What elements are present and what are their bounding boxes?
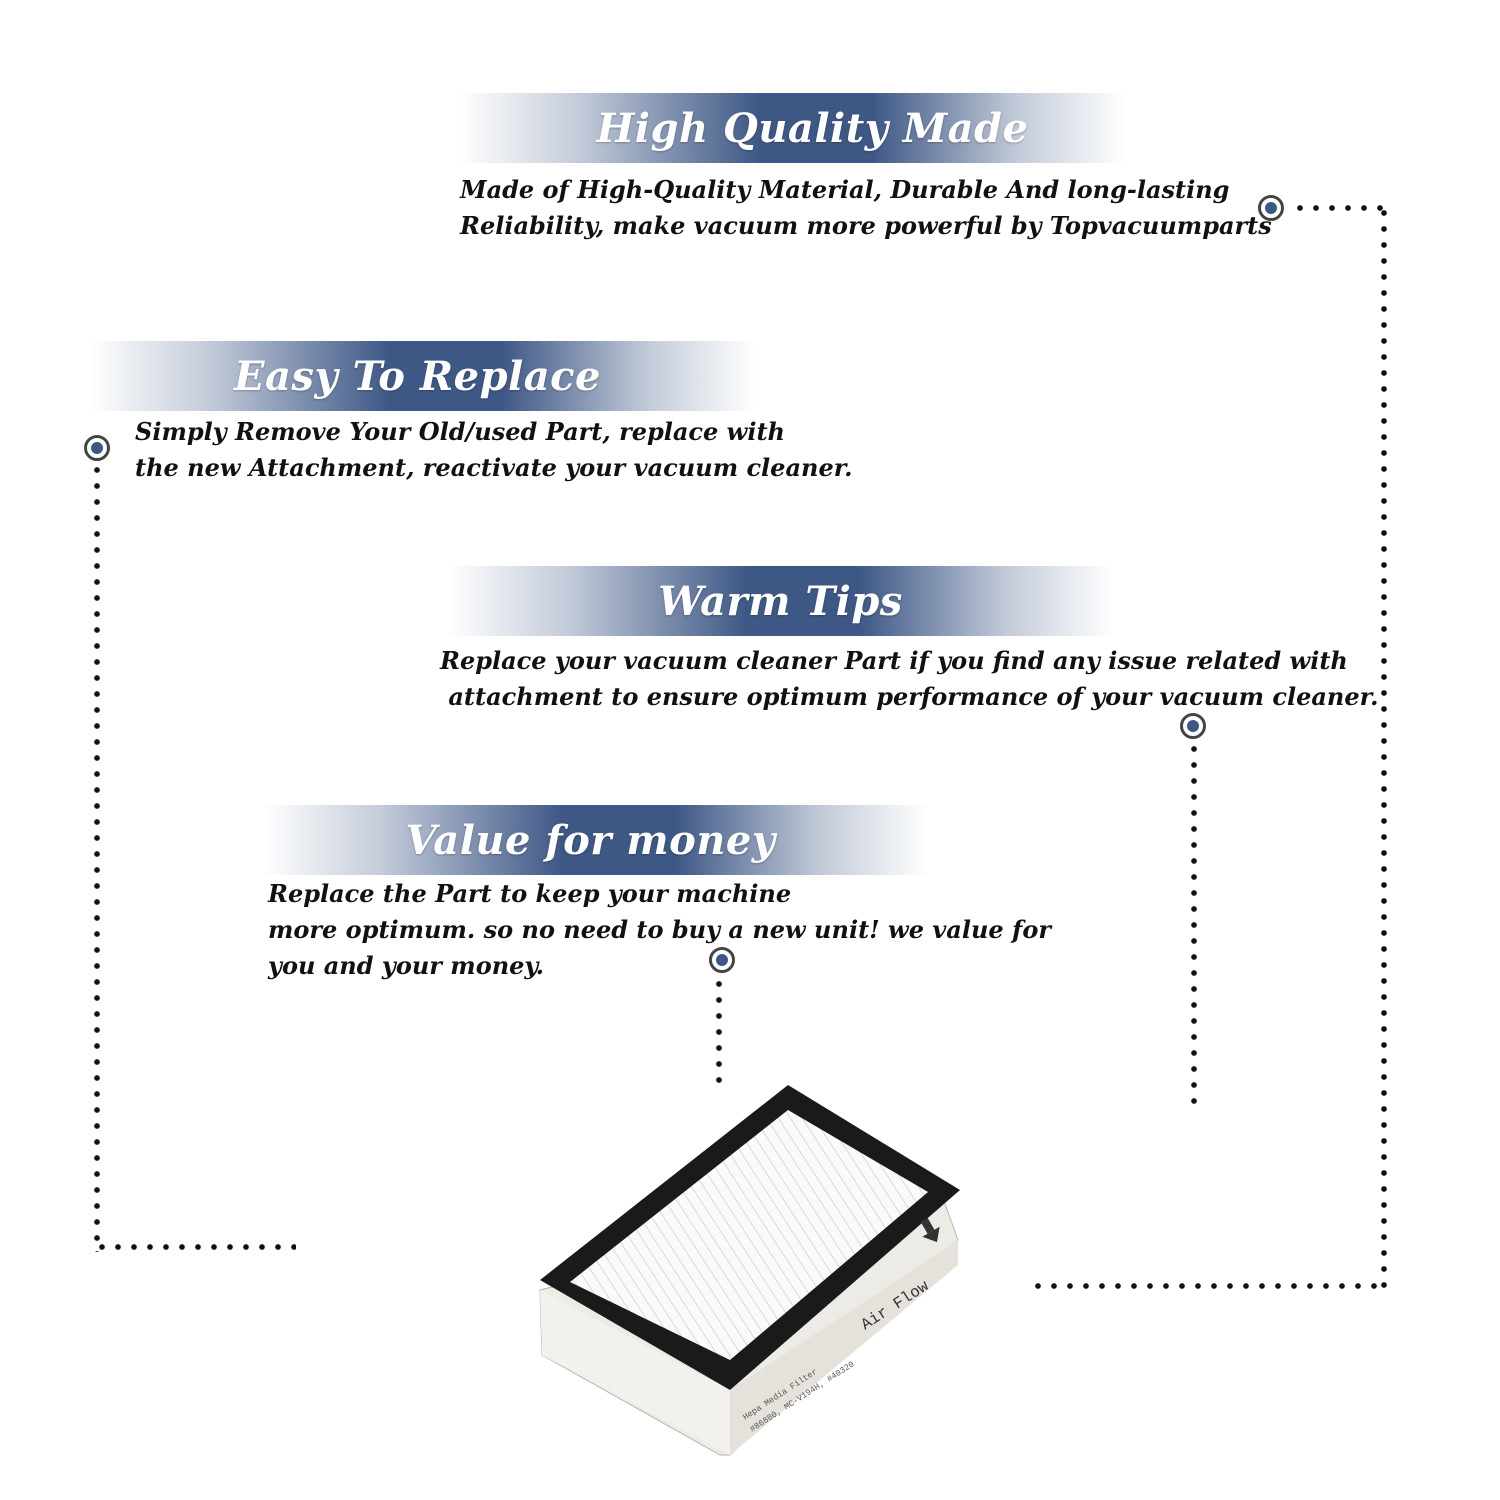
description-value-money: Replace the Part to keep your machine mo… xyxy=(268,876,1051,984)
marker-warm-tips-icon xyxy=(1180,713,1206,739)
description-easy-replace: Simply Remove Your Old/used Part, replac… xyxy=(135,414,853,486)
marker-easy-replace-icon xyxy=(84,435,110,461)
description-line: Made of High-Quality Material, Durable A… xyxy=(460,175,1230,204)
banner-title-high-quality: High Quality Made xyxy=(596,104,1029,152)
marker-value-money-icon xyxy=(709,947,735,973)
connector-line xyxy=(94,462,100,1252)
marker-high-quality-icon xyxy=(1258,195,1284,221)
connector-line xyxy=(1191,741,1197,1109)
description-line: you and your money. xyxy=(268,951,544,980)
banner-title-warm-tips: Warm Tips xyxy=(658,577,903,625)
connector-line xyxy=(94,1244,296,1250)
arrow-down-icon xyxy=(920,1217,940,1243)
banner-value-money: Value for money xyxy=(263,805,928,875)
description-warm-tips: Replace your vacuum cleaner Part if you … xyxy=(440,643,1378,715)
connector-line xyxy=(1292,205,1384,211)
banner-warm-tips: Warm Tips xyxy=(448,566,1113,636)
description-high-quality: Made of High-Quality Material, Durable A… xyxy=(460,172,1272,244)
banner-high-quality: High Quality Made xyxy=(460,93,1125,163)
description-line: more optimum. so no need to buy a new un… xyxy=(268,915,1051,944)
connector-line xyxy=(1381,205,1387,1295)
description-line: Replace your vacuum cleaner Part if you … xyxy=(440,646,1348,675)
description-line: Replace the Part to keep your machine xyxy=(268,879,792,908)
banner-title-easy-replace: Easy To Replace xyxy=(234,352,601,400)
banner-easy-replace: Easy To Replace xyxy=(90,341,755,411)
banner-title-value-money: Value for money xyxy=(405,816,776,864)
description-line: the new Attachment, reactivate your vacu… xyxy=(135,453,853,482)
connector-line xyxy=(716,976,722,1092)
hepa-filter-image: Air Flow Hepa Media Filter #86880, MC-V1… xyxy=(539,1085,960,1456)
description-line: Simply Remove Your Old/used Part, replac… xyxy=(135,417,785,446)
description-line: Reliability, make vacuum more powerful b… xyxy=(460,211,1272,240)
connector-line xyxy=(1030,1283,1385,1289)
description-line: attachment to ensure optimum performance… xyxy=(440,682,1379,711)
